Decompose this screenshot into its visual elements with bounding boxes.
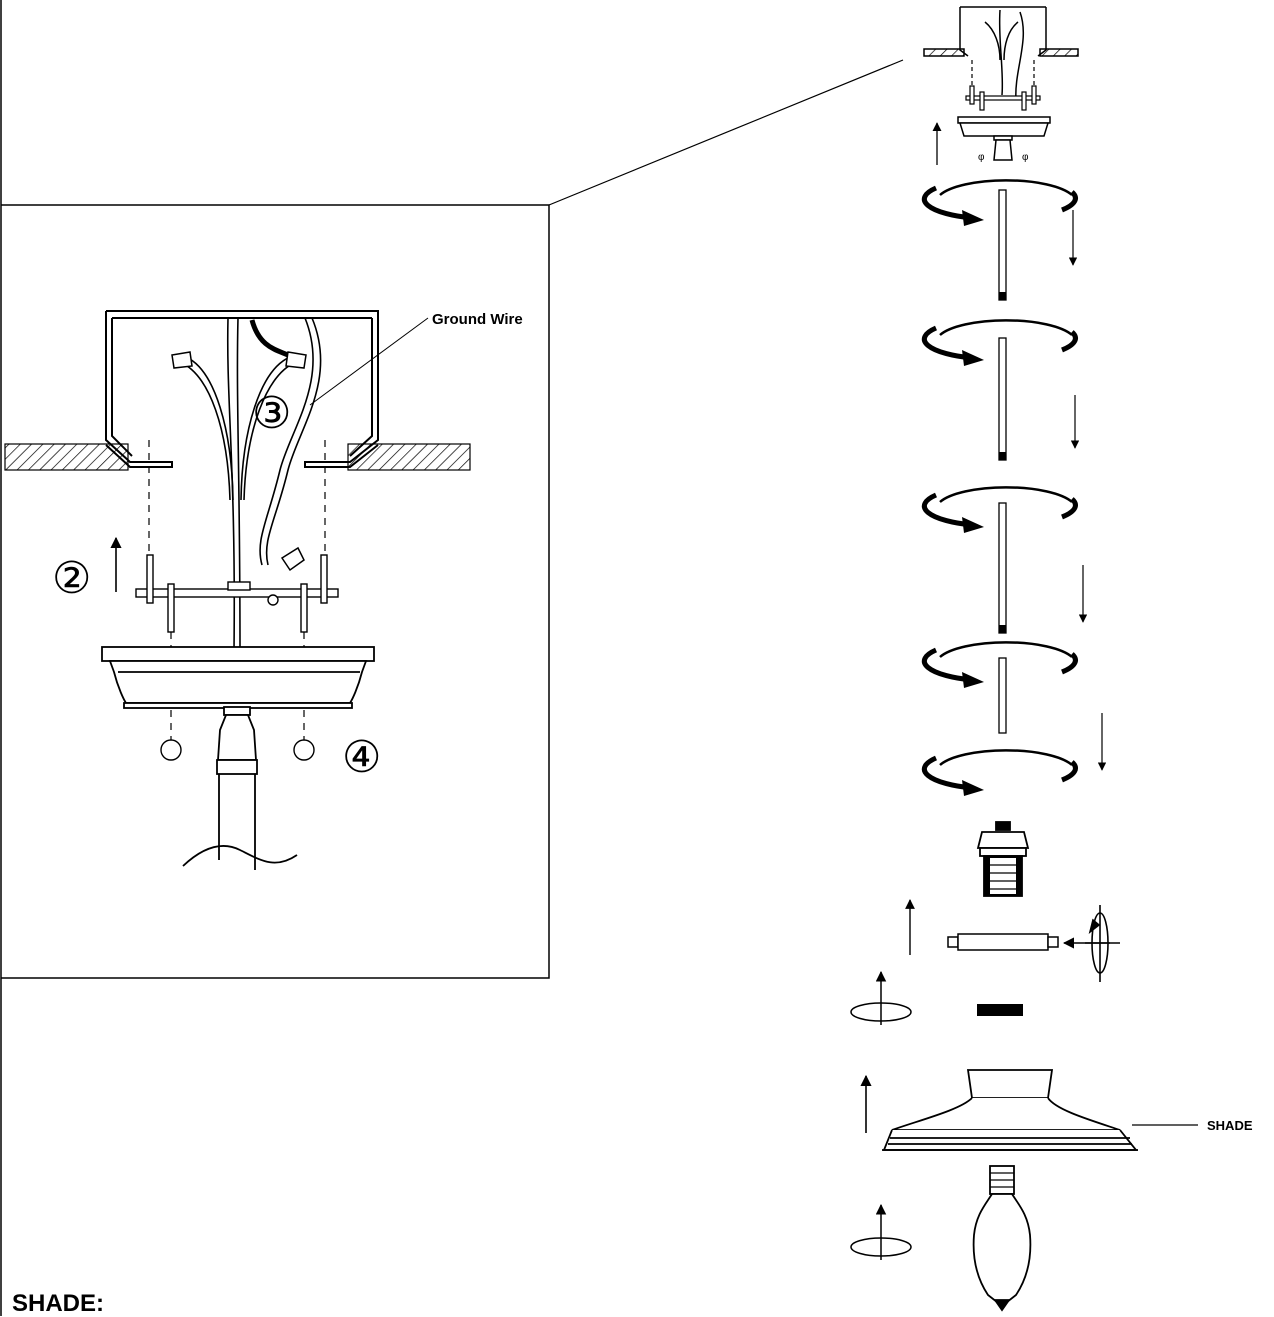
bulb-rotate-icon — [850, 1203, 912, 1260]
detail-inset: Ground Wire ② ③ ④ — [1, 204, 550, 979]
small-mounting-hardware — [965, 60, 1041, 111]
small-cap-nut: φ — [978, 152, 985, 163]
step-2-label: ② — [52, 554, 91, 603]
ring-nut — [977, 1004, 1023, 1016]
step-3-label: ③ — [252, 389, 291, 438]
step-4-label: ④ — [342, 733, 381, 782]
rod-segment-3 — [998, 502, 1007, 634]
light-bulb — [972, 1165, 1032, 1312]
junction-box — [105, 310, 379, 468]
rod-segment-4 — [998, 657, 1007, 734]
cord-grip — [947, 933, 1059, 951]
small-cap-nut: φ — [1022, 152, 1029, 163]
wire-nut — [171, 351, 307, 572]
cord-grip-rotate-icon — [1085, 905, 1120, 982]
ground-wire-leader — [309, 317, 429, 406]
lamp-socket — [976, 821, 1030, 897]
footer-heading: SHADE: — [12, 1290, 105, 1317]
ground-wire-label: Ground Wire — [432, 311, 523, 328]
mounting-strap — [135, 554, 339, 633]
shade-callout-label: SHADE — [1207, 1118, 1253, 1133]
exploded-view: φ φ — [850, 6, 1253, 1312]
shade — [882, 1069, 1138, 1151]
canopy — [101, 646, 375, 709]
rod-swivel-5 — [924, 750, 1075, 796]
ring-rotate-icon — [850, 970, 912, 1025]
cap-nut — [160, 739, 315, 761]
rod-segment-2 — [998, 337, 1007, 461]
zoom-connector-line — [548, 59, 904, 206]
small-junction-box — [923, 6, 1079, 101]
down-rod — [182, 706, 298, 870]
rod-segment-1 — [998, 189, 1007, 301]
small-canopy — [957, 116, 1051, 161]
